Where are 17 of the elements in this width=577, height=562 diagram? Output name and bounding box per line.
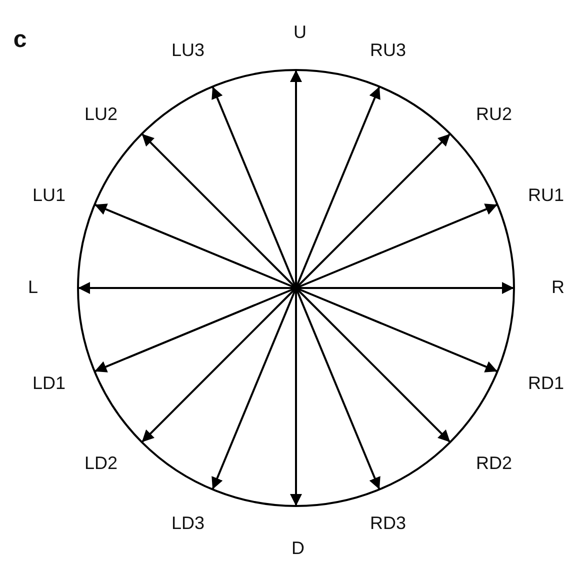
direction-label: LD3: [171, 514, 205, 532]
direction-label: L: [28, 278, 38, 296]
direction-label: U: [294, 23, 306, 41]
direction-label: LD2: [84, 454, 118, 472]
direction-label: RU2: [476, 105, 512, 123]
direction-label: RD3: [370, 514, 406, 532]
direction-label: RU3: [370, 41, 406, 59]
direction-label: RU1: [528, 186, 564, 204]
direction-label: RD2: [476, 454, 512, 472]
direction-label: D: [292, 539, 304, 557]
direction-label: RD1: [528, 374, 564, 392]
direction-label: LU2: [84, 105, 118, 123]
panel-label: c: [13, 28, 27, 52]
direction-label: R: [552, 278, 564, 296]
direction-label: LD1: [32, 374, 66, 392]
direction-label: LU1: [32, 186, 66, 204]
direction-label: LU3: [171, 41, 205, 59]
